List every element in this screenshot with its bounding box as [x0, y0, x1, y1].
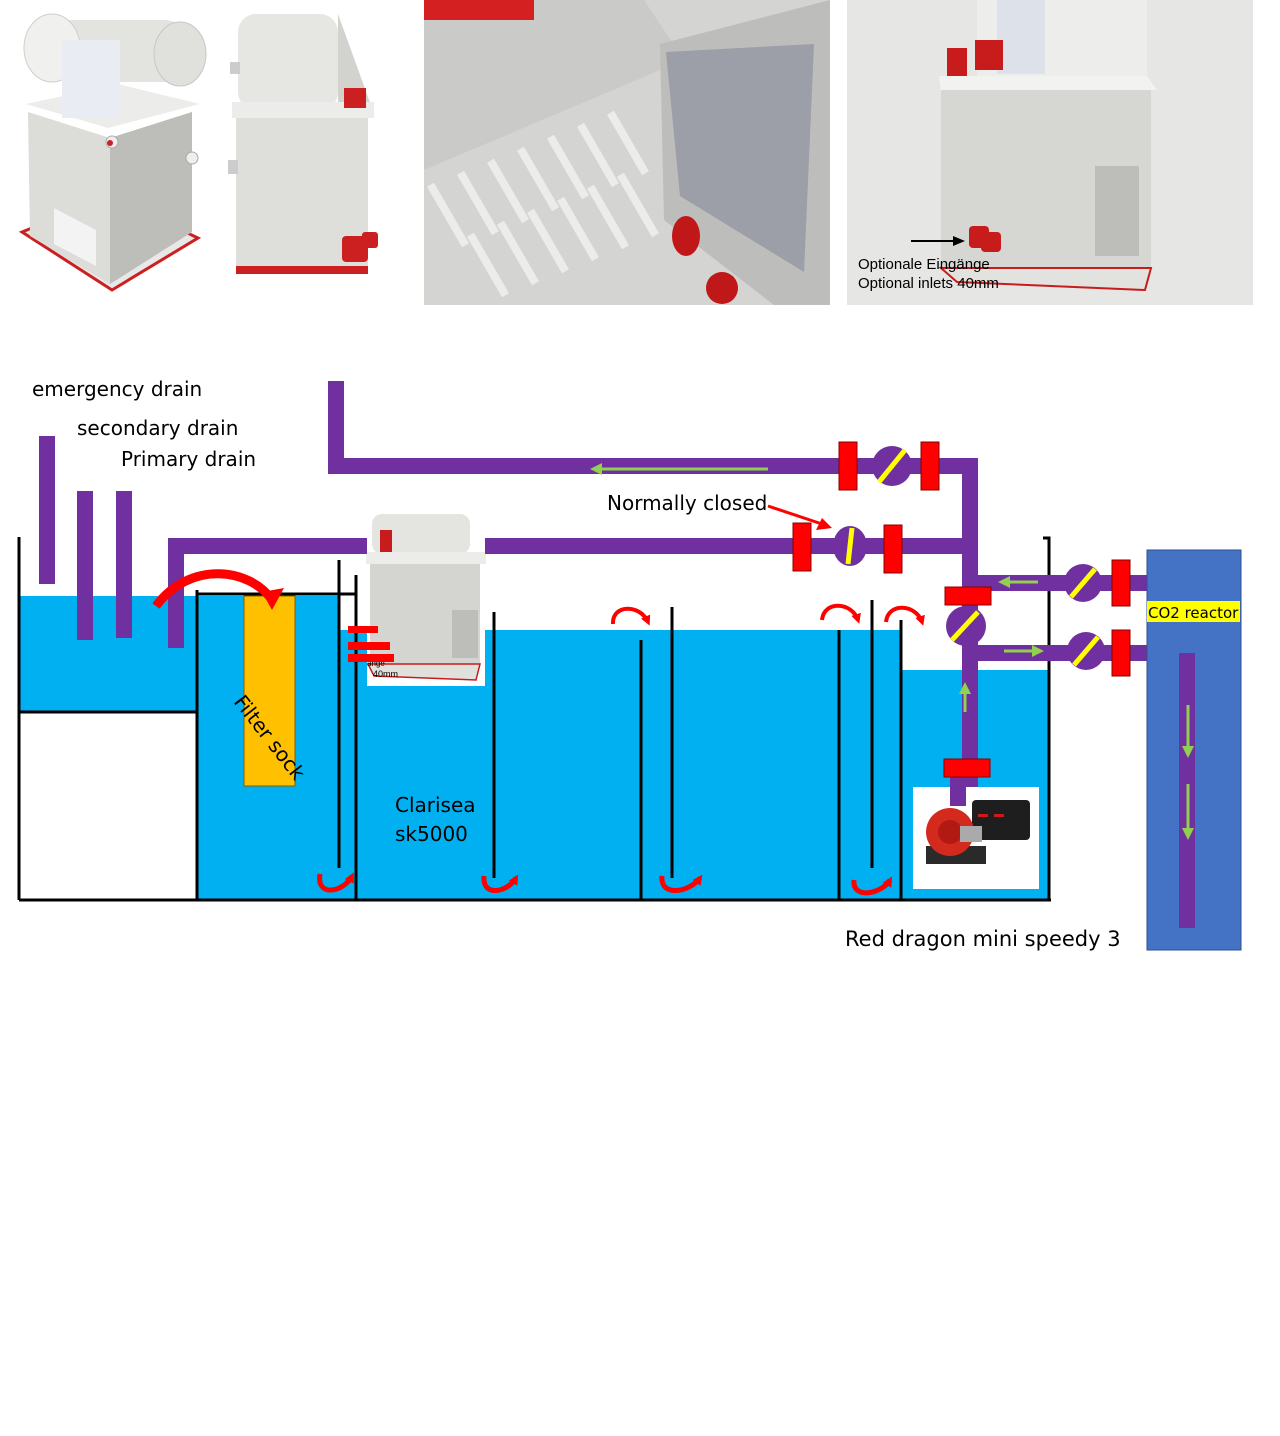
valve-icon: [872, 446, 912, 486]
inset-caption-partial: ange: [367, 659, 385, 668]
union-icon: [348, 626, 394, 662]
valve-icon: [1064, 564, 1102, 602]
inset-caption-size: 40mm: [373, 669, 398, 679]
valve-icon: [833, 526, 867, 566]
pump-image: [913, 787, 1039, 889]
co2-reactor-label-bg: [1147, 601, 1240, 622]
red-curved-arrow-icon: [152, 569, 925, 896]
clarisea-filter-image: ange 40mm: [366, 514, 486, 686]
return-to-tank-pipe: [168, 538, 367, 648]
inlets-caption-de: Optionale Eingänge: [858, 256, 990, 273]
normally-closed-label: Normally closed: [607, 491, 767, 515]
union-icon: [792, 441, 1131, 778]
clarisea-label-line1: Clarisea: [395, 793, 476, 817]
red-arrow-icon: [767, 504, 832, 530]
photo-filter-side: [212, 0, 424, 305]
primary-drain-label: Primary drain: [121, 447, 256, 471]
top-return-pipe: [328, 381, 970, 474]
emergency-drain-label: emergency drain: [32, 377, 202, 401]
valve-icon: [1067, 632, 1105, 670]
secondary-drain-label: secondary drain: [77, 416, 238, 440]
green-arrow-icon: [590, 463, 1194, 840]
clarisea-label-line2: sk5000: [395, 822, 468, 846]
sump-walls: [17, 536, 1051, 902]
black-arrow-icon: [911, 236, 965, 246]
pump-label: Red dragon mini speedy 3: [845, 927, 1121, 951]
photo-filter-inlets: Optionale Eingänge Optional inlets 40mm: [847, 0, 1253, 305]
photo-filter-closeup: [424, 0, 830, 305]
photo-filter-angled: [0, 0, 212, 305]
co2-reactor-label: CO2 reactor: [1148, 604, 1239, 622]
filter-sock: [243, 595, 296, 787]
valve-icon: [946, 606, 986, 646]
inlets-caption-en: Optional inlets 40mm: [858, 275, 999, 292]
